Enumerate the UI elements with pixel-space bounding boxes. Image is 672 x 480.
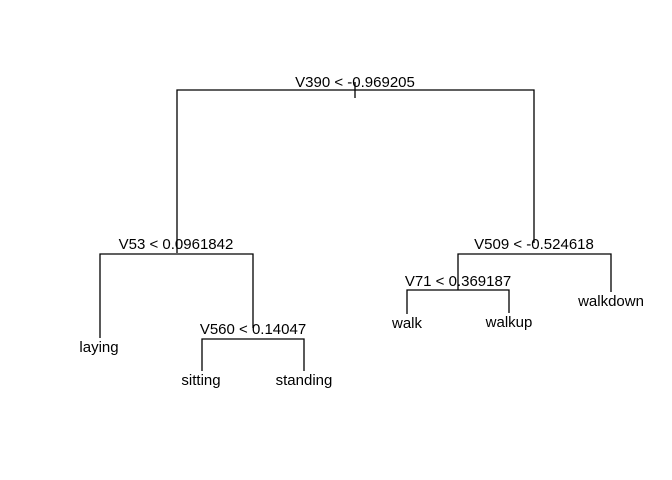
leaf-walkdown: walkdown [577, 293, 644, 310]
edge-left-right-split [201, 338, 305, 371]
node-right-label: V509 < -0.524618 [474, 236, 594, 253]
leaf-walk: walk [391, 315, 423, 332]
node-left-label: V53 < 0.0961842 [119, 236, 234, 253]
edge-right-split [457, 253, 612, 292]
leaf-laying: laying [79, 339, 118, 356]
node-right-left-label: V71 < 0.369187 [405, 273, 511, 290]
leaf-sitting: sitting [181, 372, 220, 389]
node-root-label: V390 < -0.969205 [295, 74, 415, 91]
edge-root-split [176, 89, 535, 253]
edge-right-left-split [406, 289, 510, 314]
edge-left-split [99, 253, 254, 338]
leaf-standing: standing [276, 372, 333, 389]
leaf-walkup: walkup [485, 314, 533, 331]
node-left-right-label: V560 < 0.14047 [200, 321, 306, 338]
